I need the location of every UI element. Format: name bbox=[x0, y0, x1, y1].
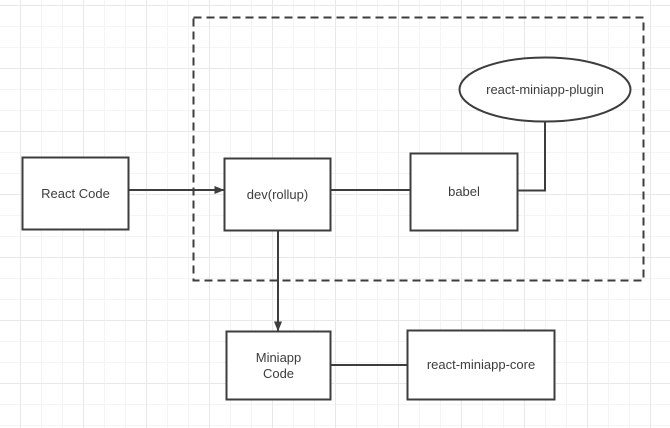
node-react-code-shape[interactable] bbox=[21, 156, 130, 231]
node-dev-rollup-shape[interactable] bbox=[223, 157, 332, 232]
node-babel-shape[interactable] bbox=[409, 152, 519, 232]
build-pipeline-group-outline bbox=[192, 16, 645, 282]
edge-plugin-to-babel bbox=[518, 121, 546, 192]
node-miniapp-code-shape[interactable] bbox=[225, 330, 332, 401]
node-react-miniapp-core-shape[interactable] bbox=[406, 329, 556, 401]
node-react-miniapp-plugin-shape[interactable] bbox=[458, 56, 632, 123]
